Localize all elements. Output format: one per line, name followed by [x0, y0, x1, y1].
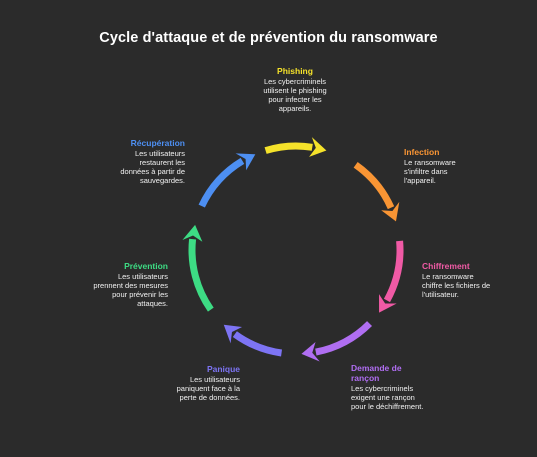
stage-phishing: Phishing Les cybercriminels utilisent le… — [250, 66, 340, 113]
stage-panique-desc: Les utilisateurs paniquent face à la per… — [176, 375, 240, 402]
stage-demande-desc: Les cybercriminels exigent une rançon po… — [351, 384, 424, 411]
stage-prevention-name: Prévention — [124, 261, 168, 271]
diagram-title: Cycle d'attaque et de prévention du rans… — [99, 30, 438, 46]
arrow-phishing — [264, 142, 313, 154]
stage-phishing-name: Phishing — [277, 66, 313, 76]
stage-recuperation-desc: Les utilisateurs restaurent les données … — [120, 149, 185, 185]
arrow-prevention — [188, 238, 214, 312]
arrowhead-prevention — [182, 224, 203, 242]
stage-phishing-desc: Les cybercriminels utilisent le phishing… — [263, 77, 327, 113]
stage-infection: Infection Le ransomware s'infiltre dans … — [404, 147, 499, 185]
arrow-chiffrement — [383, 240, 404, 303]
stage-chiffrement-name: Chiffrement — [422, 261, 470, 271]
stage-panique-name: Panique — [206, 364, 240, 374]
arrow-demande — [315, 321, 373, 356]
stage-chiffrement: Chiffrement Le ransomware chiffre les fi… — [422, 261, 527, 299]
stage-infection-desc: Le ransomware s'infiltre dans l'appareil… — [404, 158, 456, 185]
stage-prevention: Prévention Les utilisateurs prennent des… — [82, 261, 168, 308]
arrowhead-chiffrement — [379, 294, 397, 313]
stage-infection-name: Infection — [404, 147, 440, 157]
arrowhead-panique — [223, 324, 243, 344]
arrow-infection — [353, 161, 395, 210]
arrowhead-recuperation — [235, 153, 256, 171]
stage-chiffrement-desc: Le ransomware chiffre les fichiers de l'… — [422, 272, 491, 299]
arrow-recuperation — [198, 157, 245, 208]
stage-recuperation-name: Récupération — [130, 138, 185, 148]
stage-demande-name: Demande de rançon — [351, 363, 402, 383]
stage-demande-rancon: Demande de rançon Les cybercriminels exi… — [351, 363, 461, 411]
arrowhead-infection — [381, 201, 400, 222]
arrowhead-demande — [301, 341, 320, 362]
stage-panique: Panique Les utilisateurs paniquent face … — [160, 364, 240, 402]
stage-prevention-desc: Les utilisateurs prennent des mesures po… — [93, 272, 168, 308]
stage-recuperation: Récupération Les utilisateurs restaurent… — [95, 138, 185, 185]
arrow-panique — [232, 331, 283, 357]
arrowhead-phishing — [309, 137, 327, 157]
